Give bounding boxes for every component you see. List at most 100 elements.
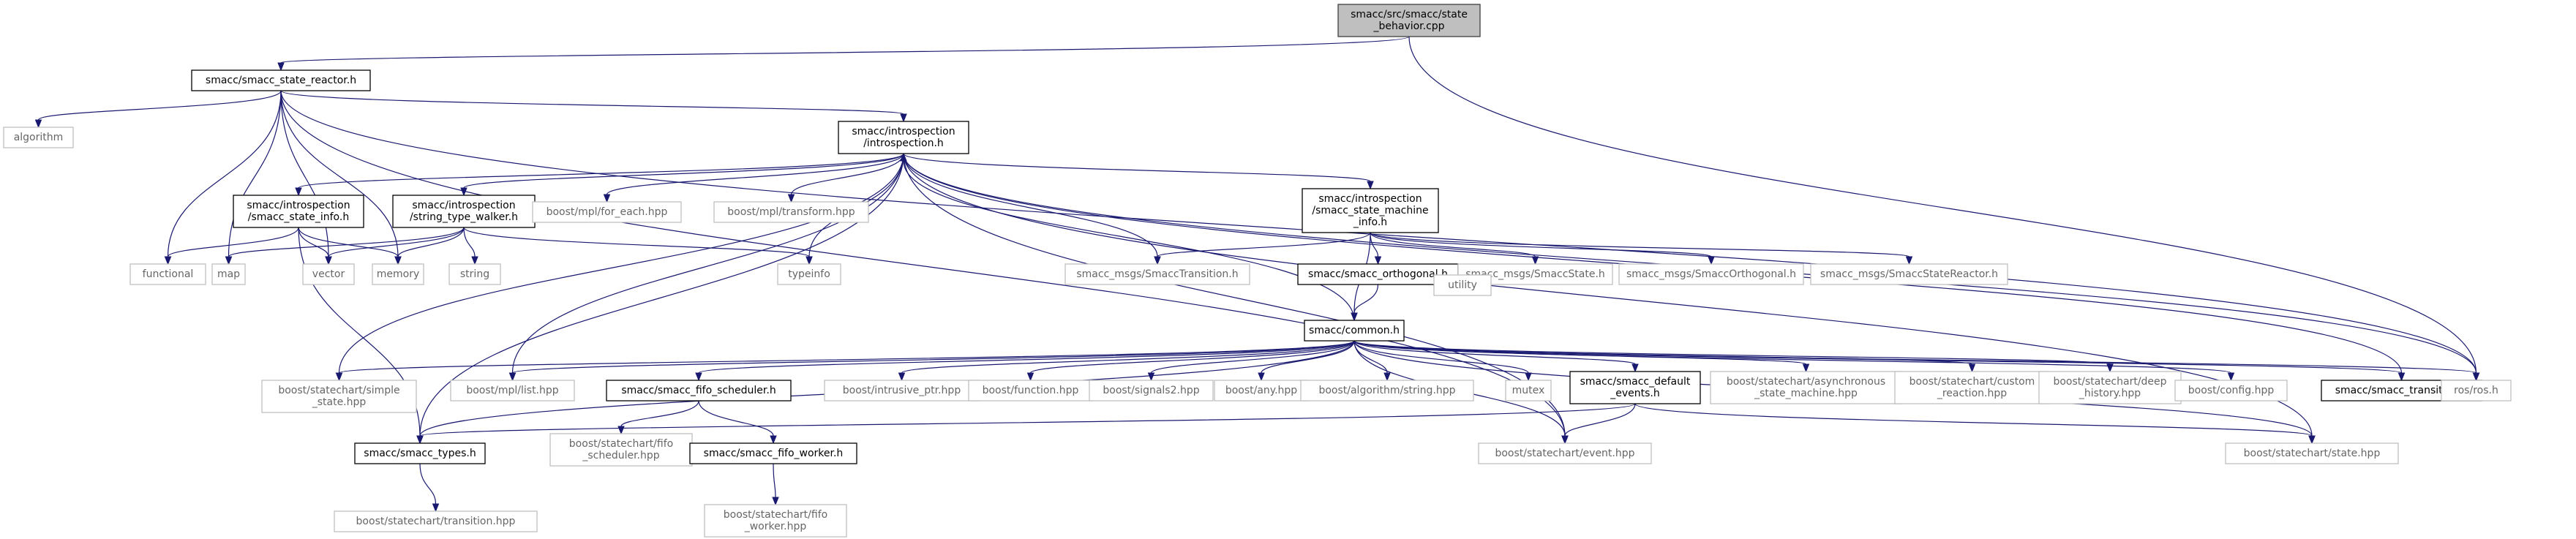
node-async: boost/statechart/asynchronous_state_mach… [1710,371,1902,404]
edge-arrowhead [2308,435,2316,445]
node-defev[interactable]: smacc/smacc_default_events.h [1569,371,1701,404]
node-transform: boost/mpl/transform.hpp [713,201,869,223]
edge-line [903,160,1355,321]
node-fifowork_hpp: boost/statechart/fifo_worker.hpp [704,504,847,538]
node-ssi[interactable]: smacc/introspection/smacc_state_info.h [233,195,364,228]
edge-arrowhead [1367,181,1374,190]
node-label: boost/statechart/state.hpp [2244,448,2381,459]
node-label: smacc/src/smacc/state [1351,9,1468,20]
edge-line [1370,232,1536,257]
edge-common-to-intro [900,152,1355,321]
edge-arrowhead [1147,372,1155,382]
edge-line [903,153,1158,257]
node-fifosch[interactable]: smacc/smacc_fifo_scheduler.h [606,380,792,402]
node-signals2: boost/signals2.hpp [1089,380,1214,402]
node-box [713,201,869,223]
node-label: _worker.hpp [744,521,807,532]
edge-common-to-ros [1353,340,2480,382]
node-label: _state.hpp [312,396,367,408]
node-label: /string_type_walker.h [410,211,518,223]
node-box [354,442,486,464]
edge-types-to-transhpp [419,463,440,513]
node-root[interactable]: smacc/src/smacc/state_behavior.cpp [1337,4,1481,37]
edge-line [37,90,282,121]
node-label: smacc/smacc_types.h [364,448,476,459]
node-mutex: mutex [1505,380,1552,402]
edge-arrowhead [471,256,478,265]
node-utility: utility [1433,274,1492,296]
node-intrusive: boost/intrusive_ptr.hpp [824,380,980,402]
edge-line [1353,340,2477,374]
node-label: /smacc_state_info.h [248,211,349,223]
node-box [448,263,501,285]
node-functional: functional [129,263,206,285]
edge-line [698,340,1355,374]
edge-line [1353,340,2403,374]
edge-arrowhead [1525,372,1532,382]
node-box [777,263,841,285]
node-common[interactable]: smacc/common.h [1304,320,1405,342]
edge-arrowhead [432,503,440,513]
node-box [2038,371,2182,404]
edge-root-to-ros [1408,36,2480,382]
node-label: boost/signals2.hpp [1103,385,1199,396]
node-ssr[interactable]: smacc/smacc_state_reactor.h [191,69,371,91]
edge-line [773,463,776,498]
edge-common-to-defev [1353,340,1639,373]
edge-arrowhead [772,497,779,506]
edge-line [511,153,904,374]
edge-ssr-to-intro [280,90,907,123]
node-ssmi[interactable]: smacc/introspection/smacc_state_machine_… [1302,188,1439,233]
node-types[interactable]: smacc/smacc_types.h [354,442,486,464]
node-label: _history.hpp [2079,388,2141,399]
node-memory: memory [372,263,424,285]
edge-arrowhead [1968,363,1976,373]
edge-line [1353,340,1529,374]
node-typeinfo: typeinfo [777,263,841,285]
edge-line [463,227,810,257]
edge-line [1353,340,2111,365]
node-label: smacc/common.h [1309,325,1400,336]
edge-arrowhead [617,426,625,435]
edge-arrowhead [1383,372,1391,382]
node-ros: ros/ros.h [2441,380,2512,402]
node-string: string [448,263,501,285]
edge-fifowork-to-fifowork_hpp [772,463,779,506]
node-label: /smacc_state_machine [1312,205,1428,216]
edge-arrowhead [325,256,332,265]
node-foreach: boost/mpl/for_each.hpp [532,201,682,223]
node-box [689,442,857,464]
node-box [606,380,792,402]
edge-arrowhead [2397,372,2406,382]
node-label: ros/ros.h [2454,385,2498,396]
edge-arrowhead [460,187,467,197]
edge-line [1564,403,1636,437]
edge-line [1370,232,1712,257]
edge-arrowhead [603,194,611,203]
node-intro[interactable]: smacc/introspection/introspection.h [838,121,969,154]
node-label: boost/statechart/deep [2053,376,2166,388]
node-sorth[interactable]: smacc/smacc_orthogonal.h [1297,263,1459,285]
node-transhpp: boost/statechart/transition.hpp [334,510,538,532]
edge-stw-to-string [463,227,478,265]
edge-line [1353,340,2232,374]
edge-line [419,153,904,437]
edge-line [1353,340,1973,365]
node-label: smacc/smacc_state_reactor.h [206,75,356,86]
edge-line [1408,36,2477,374]
node-fifowork[interactable]: smacc/smacc_fifo_worker.h [689,442,857,464]
edge-ssr-to-algorithm [34,90,282,129]
node-box [838,121,969,154]
node-label: smacc/smacc_orthogonal.h [1308,268,1448,280]
edge-ssmi-to-smreact [1370,232,1913,265]
node-label: smacc/smacc_default [1580,376,1691,388]
node-box [2174,380,2288,402]
edge-ssr-to-map [225,90,282,265]
node-label: boost/statechart/event.hpp [1495,448,1634,459]
edge-line [1353,284,1379,314]
node-stw[interactable]: smacc/introspection/string_type_walker.h [392,195,536,228]
edge-arrowhead [1026,372,1034,382]
node-box [191,69,371,91]
edge-arrowhead [1374,256,1382,265]
node-label: boost/any.hpp [1225,385,1297,396]
